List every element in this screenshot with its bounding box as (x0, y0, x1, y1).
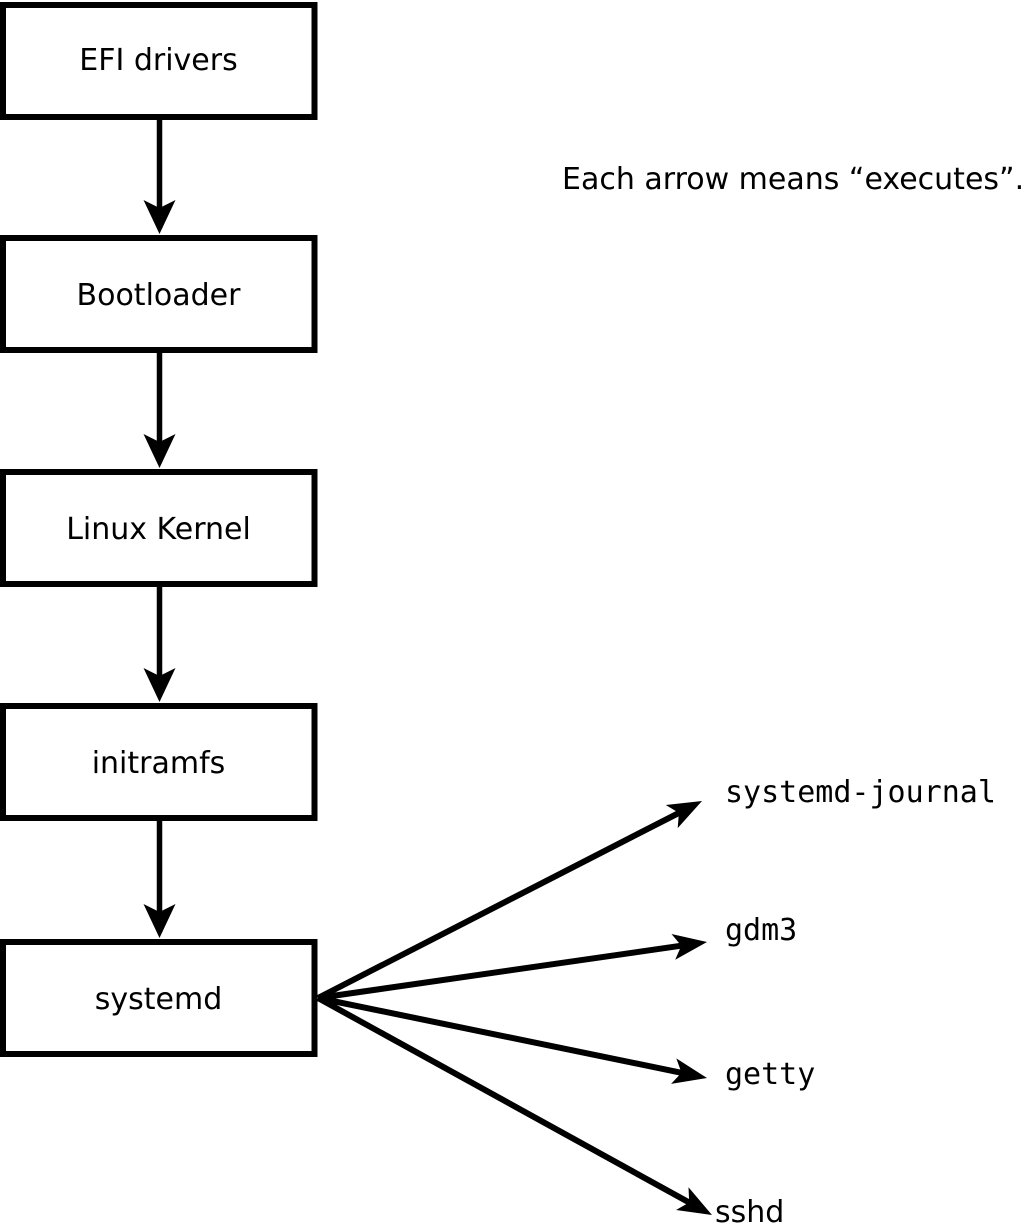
node-linux-kernel: Linux Kernel (0, 469, 318, 587)
service-label-sshd: sshd (715, 1195, 784, 1230)
arrowhead-icon (665, 801, 702, 829)
node-label: Bootloader (77, 278, 242, 313)
service-label-systemd-journal: systemd-journal (725, 775, 996, 810)
node-label: Linux Kernel (66, 512, 251, 547)
arrow-systemd-to-sshd (316, 995, 712, 1215)
service-label-getty: getty (725, 1057, 815, 1092)
node-box (0, 939, 318, 1057)
arrow-bootloader-to-kernel (143, 353, 176, 468)
node-box (0, 469, 318, 587)
arrowhead-icon (143, 668, 176, 702)
arrowhead-icon (671, 934, 707, 960)
arrow-legend-note: Each arrow means “executes”. (562, 162, 1023, 197)
node-box (0, 2, 318, 120)
node-label: systemd (95, 982, 223, 1017)
arrowhead-icon (671, 1058, 707, 1084)
node-bootloader: Bootloader (0, 235, 318, 353)
arrow-systemd-to-getty (317, 995, 707, 1084)
node-initramfs: initramfs (0, 703, 318, 821)
arrow-systemd-to-gdm3 (317, 934, 707, 1001)
node-box (0, 235, 318, 353)
node-label: EFI drivers (79, 43, 237, 78)
arrowhead-icon (676, 1187, 712, 1215)
arrowhead-icon (143, 434, 176, 468)
node-label: initramfs (92, 746, 226, 781)
arrowhead-icon (143, 904, 176, 938)
arrow-efi-to-bootloader (143, 120, 176, 234)
arrow-initramfs-to-systemd (143, 821, 176, 938)
node-efi-drivers: EFI drivers (0, 2, 318, 120)
service-label-gdm3: gdm3 (725, 913, 797, 948)
node-box (0, 703, 318, 821)
node-systemd: systemd (0, 939, 318, 1057)
arrow-systemd-to-journal (316, 801, 702, 1001)
arrowhead-icon (143, 200, 176, 234)
arrow-kernel-to-initramfs (143, 587, 176, 702)
